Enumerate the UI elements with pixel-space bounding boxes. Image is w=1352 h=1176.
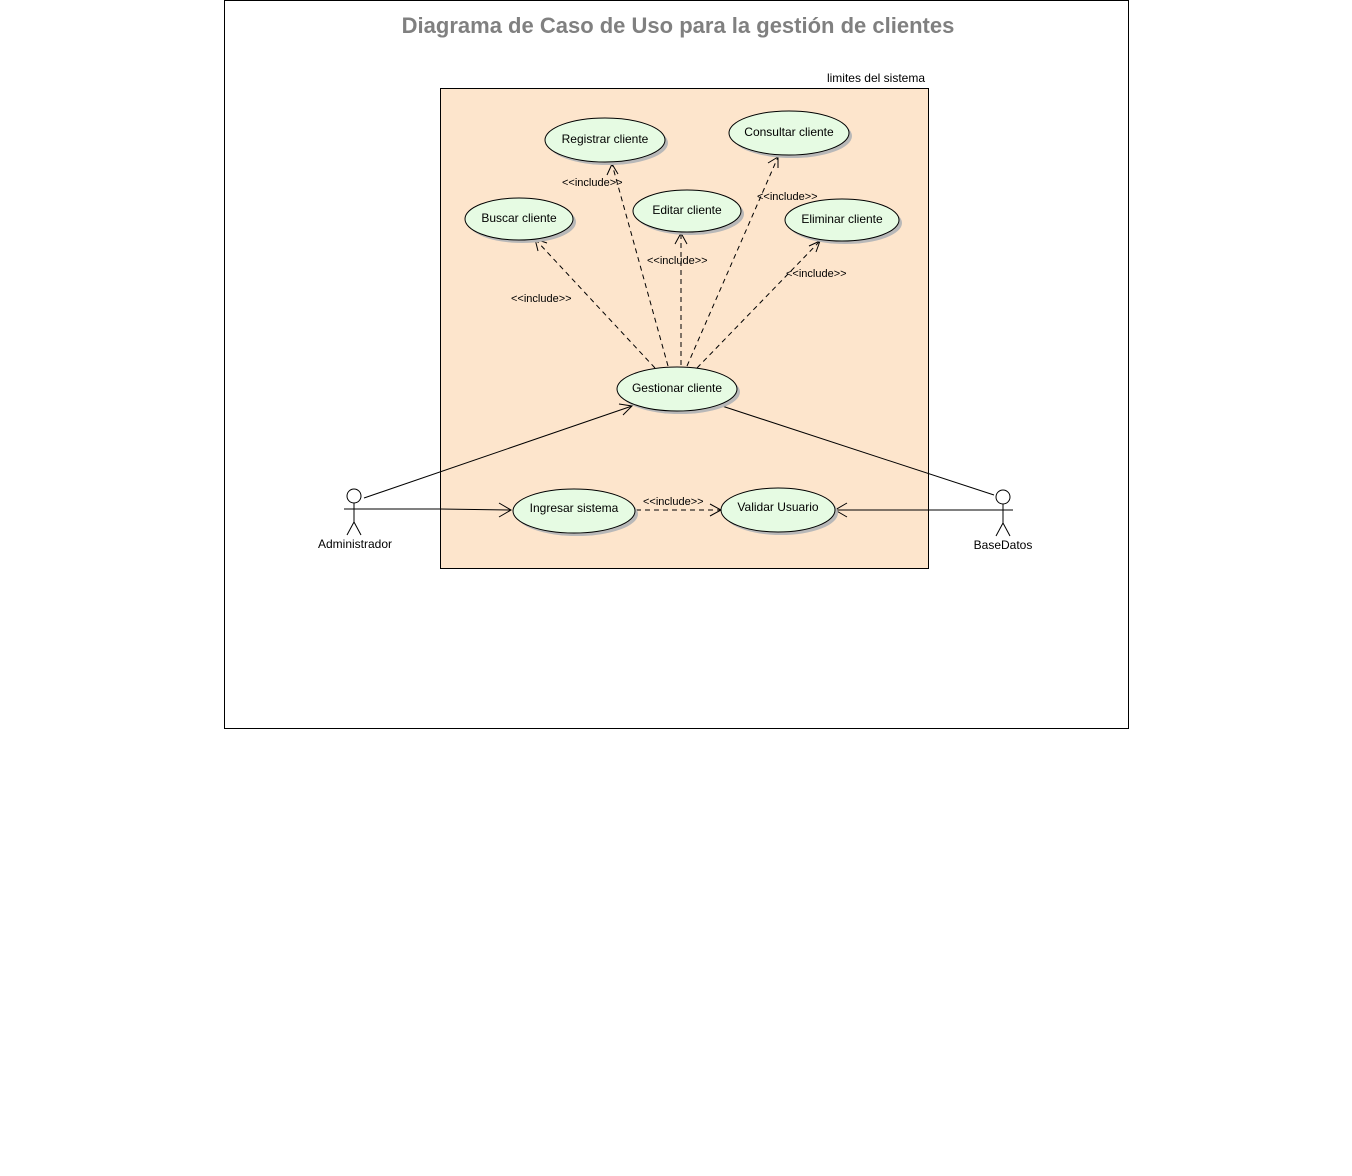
use-case-editar[interactable]: Editar cliente [632,189,744,235]
association-admin-gestionar [363,405,633,499]
actor-basedatos-label: BaseDatos [974,538,1033,552]
include-line-consultar [686,156,779,367]
include-line-eliminar [696,240,821,369]
use-case-editar-label: Editar cliente [652,203,722,217]
use-case-consultar-shape [728,110,850,156]
use-case-eliminar[interactable]: Eliminar cliente [784,198,902,244]
use-case-consultar-label: Consultar cliente [744,125,834,139]
diagram-title: Diagrama de Caso de Uso para la gestión … [402,13,955,38]
actor-administrador-label: Administrador [318,537,392,551]
use-case-editar-shape [632,189,742,233]
use-case-ingresar-label: Ingresar sistema [530,501,619,515]
use-case-buscar[interactable]: Buscar cliente [464,197,576,243]
include-label-eliminar: <<include>> [786,268,847,280]
use-case-eliminar-shape [784,198,900,242]
stick-figure-icon [993,489,1013,537]
use-case-validar-label: Validar Usuario [737,500,818,514]
use-case-ingresar[interactable]: Ingresar sistema [512,488,638,536]
use-case-buscar-shape [464,197,574,241]
use-case-registrar-label: Registrar cliente [562,132,649,146]
use-case-gestionar-shape [616,366,738,412]
use-case-validar[interactable]: Validar Usuario [720,487,838,535]
include-label-buscar: <<include>> [511,293,572,305]
include-label-consultar: <<include>> [757,191,818,203]
stick-figure-icon [344,488,364,536]
use-case-gestionar[interactable]: Gestionar cliente [616,366,740,414]
include-line-registrar [611,163,669,367]
arrowhead-admin-gestionar [618,403,634,416]
use-case-validar-shape [720,487,836,533]
include-line-buscar [534,238,656,369]
include-label-editar: <<include>> [647,255,708,267]
use-case-gestionar-label: Gestionar cliente [632,381,722,395]
actor-administrador[interactable]: Administrador [318,488,392,551]
use-case-buscar-label: Buscar cliente [481,211,557,225]
use-case-eliminar-label: Eliminar cliente [801,212,883,226]
association-admin-ingresar [362,508,512,511]
include-label-registrar: <<include>> [562,177,623,189]
use-case-registrar[interactable]: Registrar cliente [544,117,668,165]
include-label-validar: <<include>> [643,496,704,508]
arrowhead-admin-ingresar [498,502,512,518]
system-boundary-label: limites del sistema [827,71,925,85]
use-case-ingresar-shape [512,488,636,534]
use-case-registrar-shape [544,117,666,163]
system-boundary [440,88,929,569]
association-basedatos-gestionar [721,405,995,496]
actor-basedatos[interactable]: BaseDatos [974,489,1033,552]
use-case-consultar[interactable]: Consultar cliente [728,110,852,158]
